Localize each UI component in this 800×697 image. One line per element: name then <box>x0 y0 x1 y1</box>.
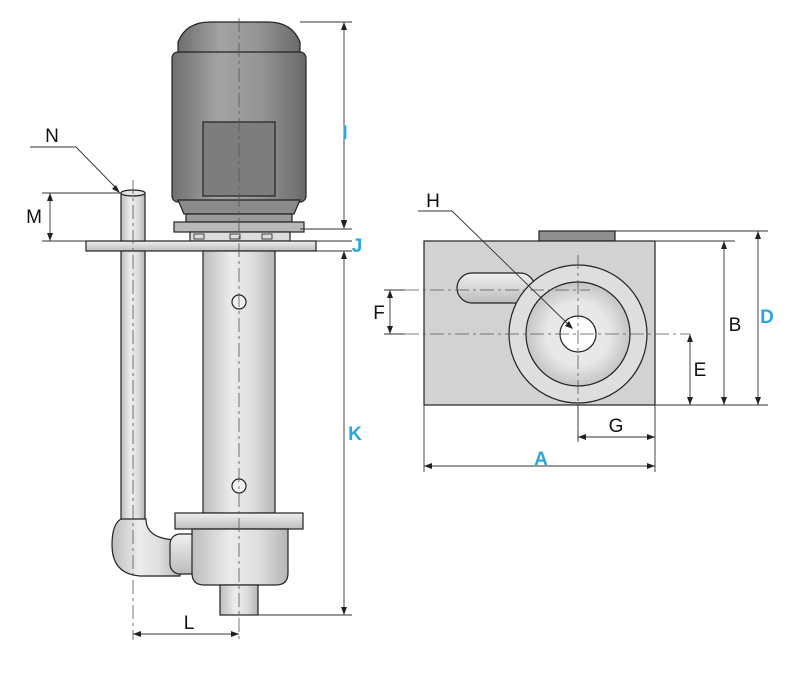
label-I: I <box>342 123 347 144</box>
top-view <box>405 230 690 440</box>
label-N: N <box>45 126 59 147</box>
dimension-labels: I J K M N L H F B D E G A <box>26 123 774 634</box>
label-J: J <box>352 236 363 257</box>
side-view <box>85 18 317 640</box>
label-D: D <box>760 307 774 328</box>
side-dimensions <box>30 21 352 637</box>
top-dimensions <box>384 210 768 472</box>
label-B: B <box>729 315 742 336</box>
mounting-plate <box>85 240 317 252</box>
label-G: G <box>609 416 624 437</box>
label-K: K <box>348 424 362 445</box>
top-view-tab <box>538 230 616 242</box>
label-H: H <box>426 191 440 212</box>
label-F: F <box>373 303 385 324</box>
label-A: A <box>534 449 548 470</box>
label-L: L <box>184 613 195 634</box>
label-M: M <box>26 207 42 228</box>
label-E: E <box>694 360 707 381</box>
terminal-box <box>202 121 276 197</box>
